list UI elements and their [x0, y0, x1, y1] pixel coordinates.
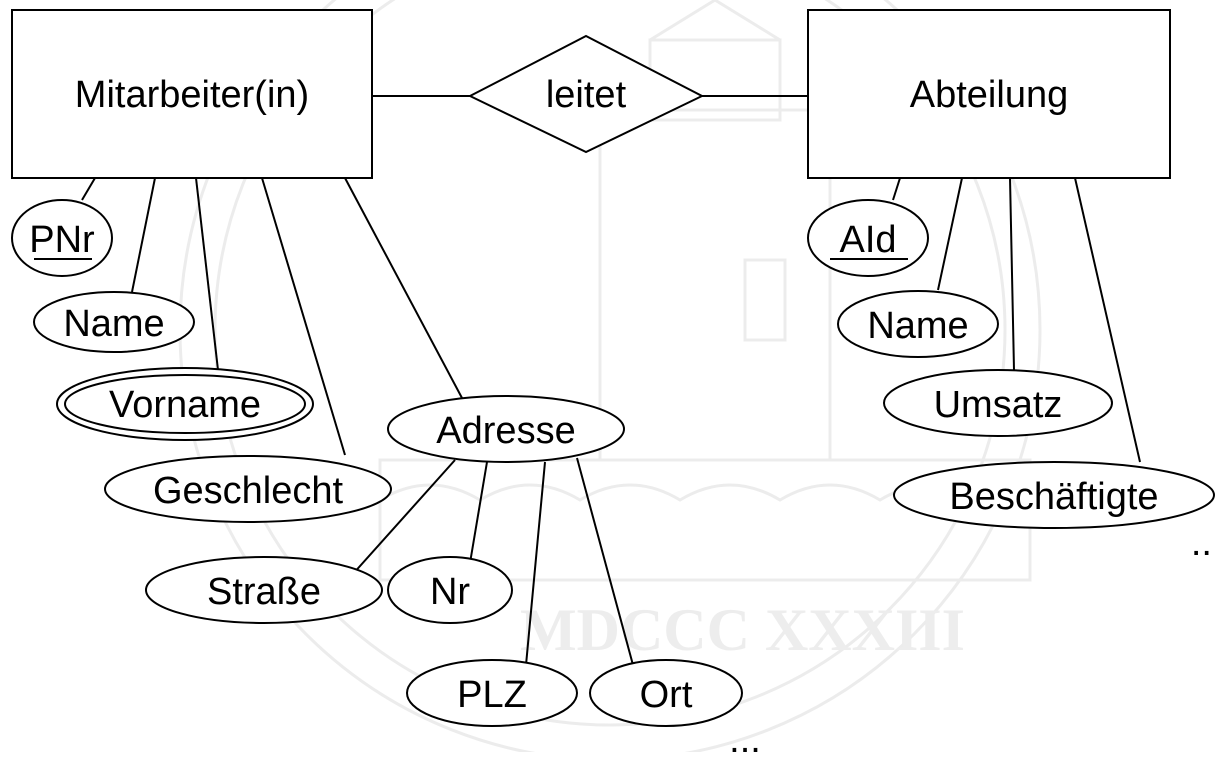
line-umsatz: [1009, 177, 1015, 371]
line-aid: [892, 177, 901, 201]
attribute-adresse-label: Adresse: [436, 410, 575, 452]
attribute-plz: PLZ: [406, 659, 578, 727]
line-abt-name: [937, 177, 963, 291]
entity-mitarbeiter: Mitarbeiter(in): [11, 9, 373, 179]
attribute-plz-label: PLZ: [457, 674, 527, 716]
line-strasse: [351, 459, 456, 576]
line-beschaeftigte: [1074, 177, 1141, 463]
attribute-umsatz-label: Umsatz: [934, 384, 1063, 426]
line-ort: [576, 457, 634, 666]
entity-abteilung: Abteilung: [807, 9, 1171, 179]
attribute-aid-label: AId: [839, 219, 896, 261]
attribute-vorname-multivalued: Vorname: [56, 367, 314, 441]
attribute-geschlecht: Geschlecht: [104, 455, 392, 523]
more-attributes-bottom: ...: [729, 719, 761, 752]
attribute-nr: Nr: [387, 556, 513, 624]
line-pnr: [81, 177, 96, 201]
attribute-adresse-composite: Adresse: [387, 395, 625, 463]
attribute-umsatz: Umsatz: [883, 369, 1113, 437]
attribute-vorname-label: Vorname: [109, 384, 261, 426]
attribute-name-label: Name: [63, 303, 164, 345]
attribute-ort: Ort: [589, 659, 743, 727]
line-vorname: [195, 177, 219, 371]
attribute-name: Name: [33, 291, 195, 353]
relationship-leitet-label: leitet: [546, 74, 627, 116]
attribute-nr-label: Nr: [430, 571, 470, 613]
attribute-abt-name-label: Name: [867, 305, 968, 347]
line-plz: [525, 461, 546, 666]
attribute-strasse-label: Straße: [207, 571, 321, 613]
entity-mitarbeiter-label: Mitarbeiter(in): [75, 74, 309, 116]
line-nr: [469, 461, 488, 564]
attribute-beschaeftigte-label: Beschäftigte: [949, 476, 1158, 518]
attribute-pnr-label: PNr: [29, 219, 95, 261]
relationship-leitet: leitet: [467, 34, 705, 154]
connectors: [81, 95, 1141, 666]
attribute-beschaeftigte: Beschäftigte: [893, 461, 1215, 529]
attribute-geschlecht-label: Geschlecht: [153, 470, 344, 512]
attribute-pnr: PNr: [11, 199, 113, 277]
attribute-aid: AId: [807, 199, 929, 277]
line-adresse: [344, 177, 463, 399]
line-geschlecht: [261, 177, 346, 456]
more-attributes-right: ..: [1191, 522, 1212, 564]
entity-abteilung-label: Abteilung: [910, 74, 1068, 116]
seal-watermark-text: MDCCC XXXIII: [520, 597, 965, 663]
attribute-abt-name: Name: [837, 290, 999, 358]
attribute-strasse: Straße: [145, 556, 383, 624]
university-seal-watermark: MDCCC XXXIII: [178, 0, 1042, 757]
line-name: [131, 177, 156, 293]
attribute-ort-label: Ort: [640, 674, 693, 716]
